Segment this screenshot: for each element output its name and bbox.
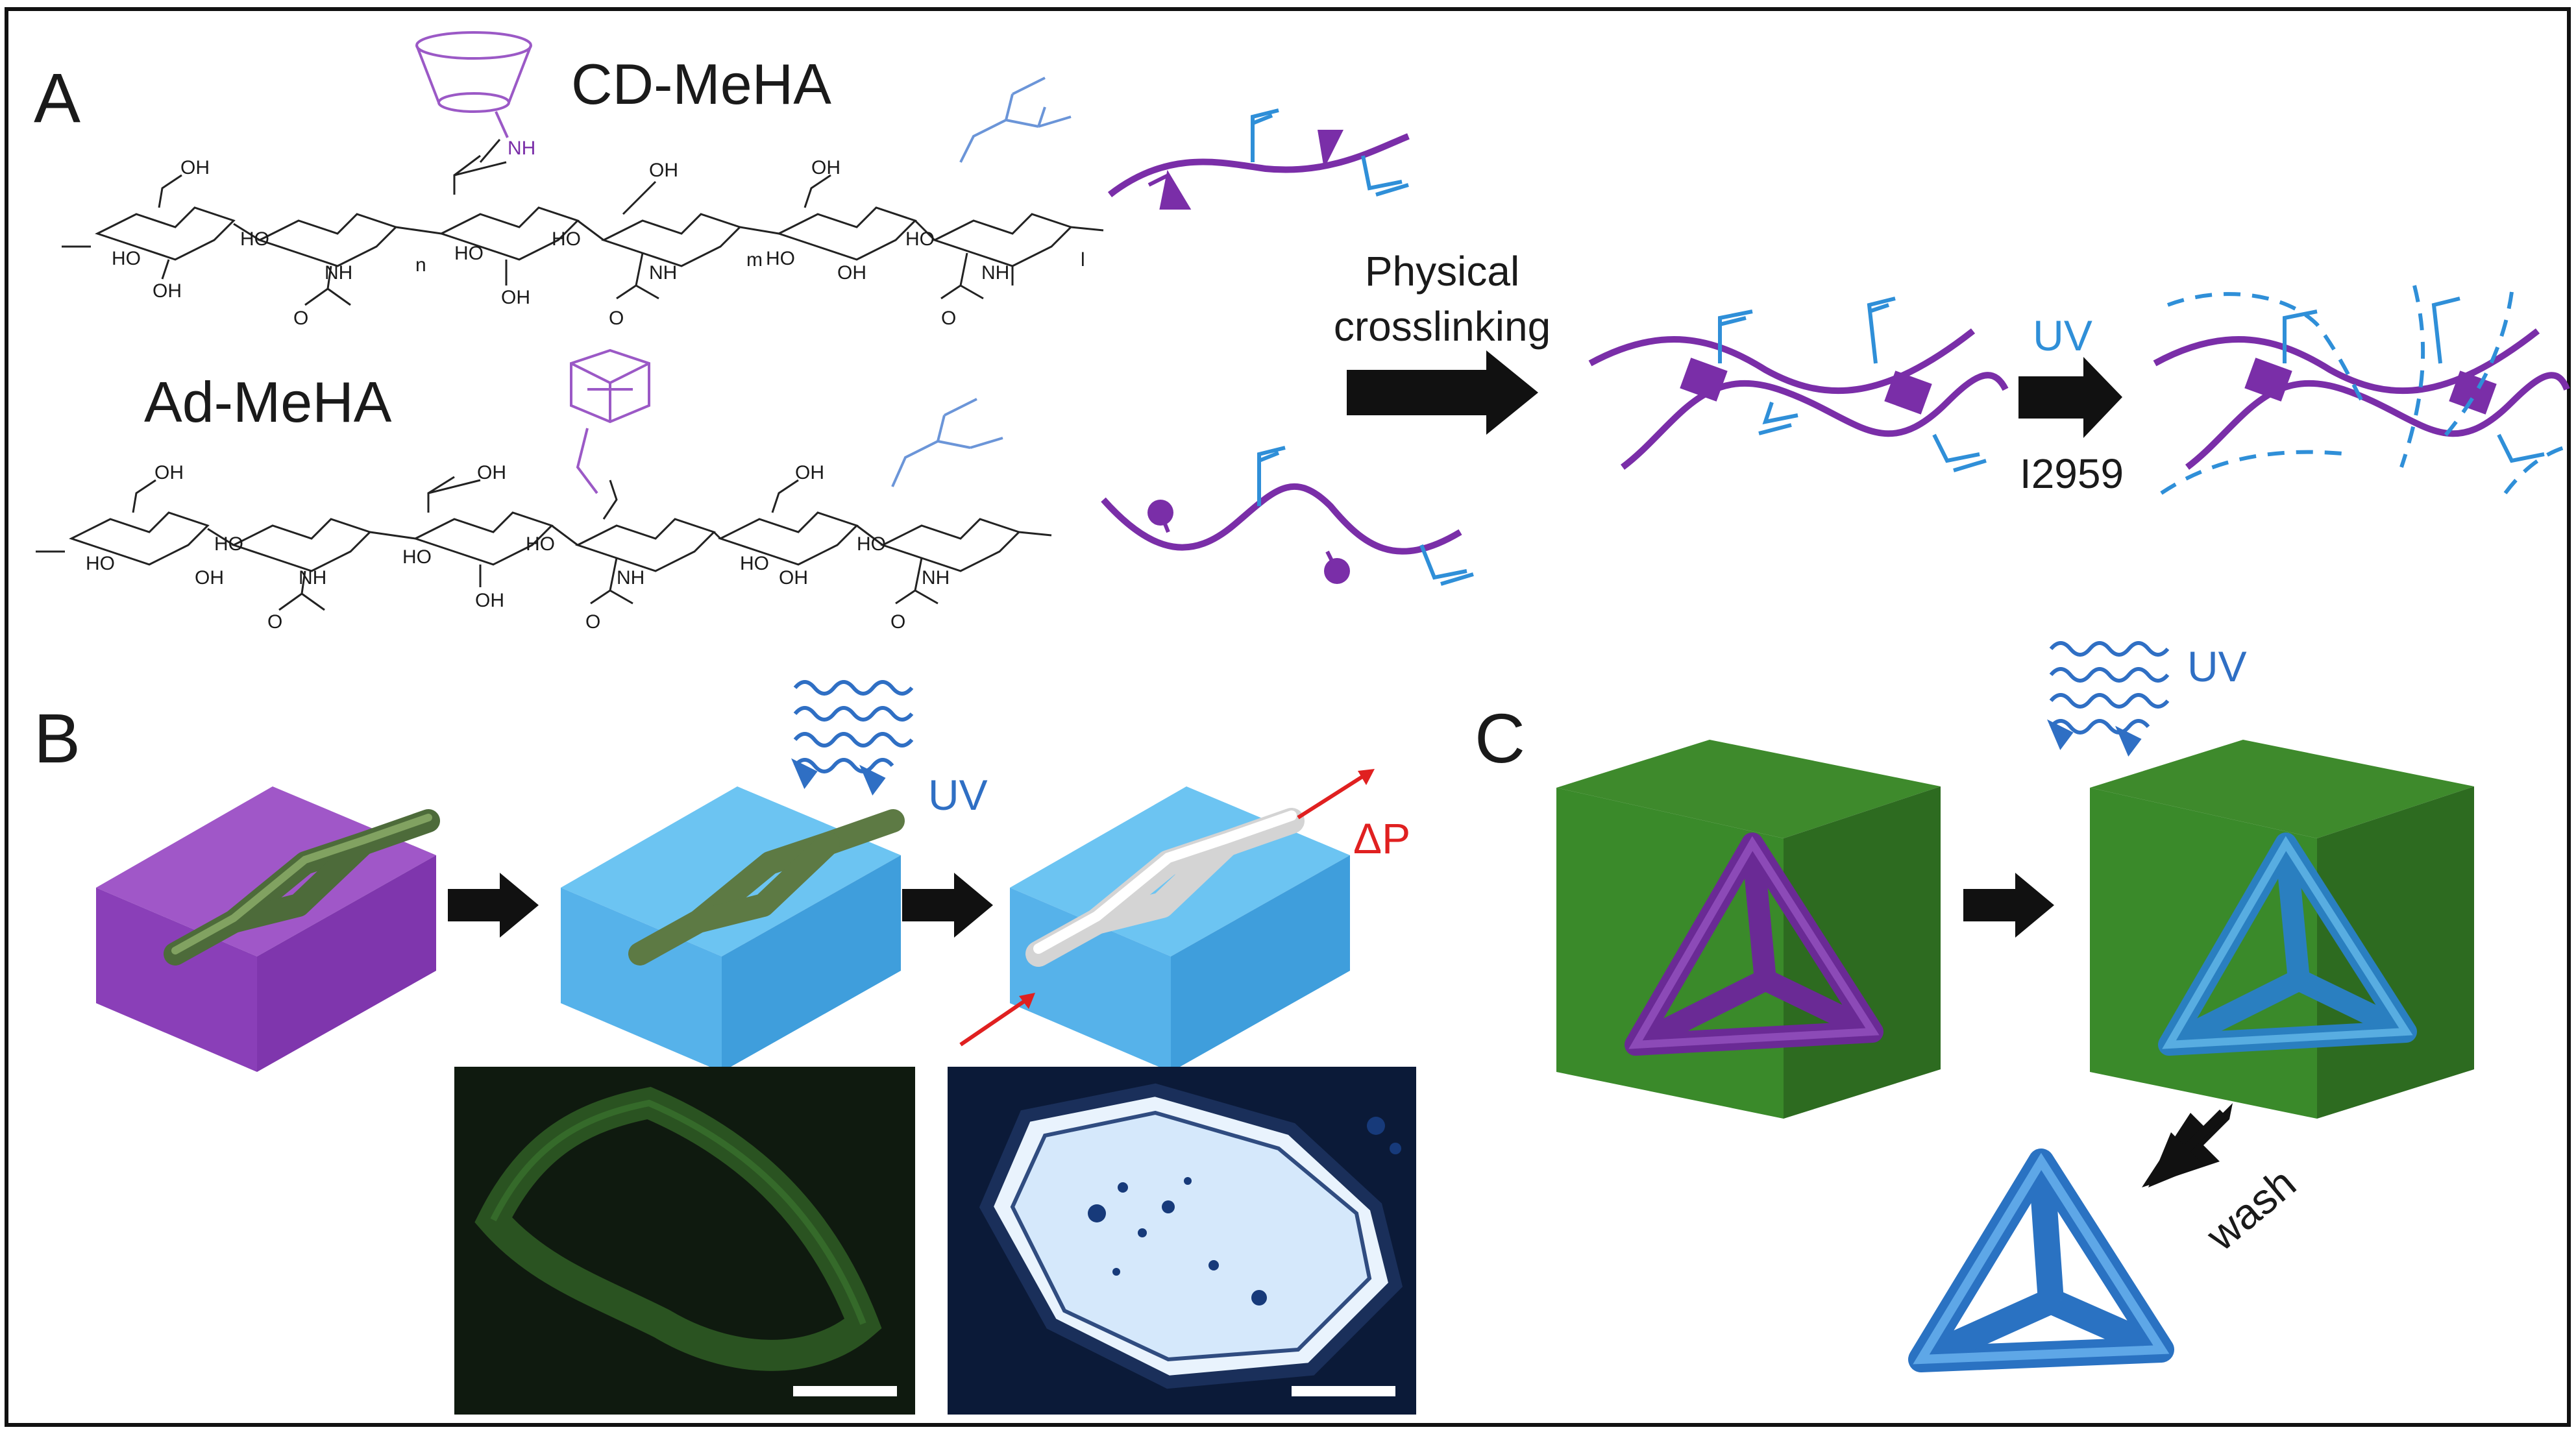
chem-ho-2: HO bbox=[240, 228, 269, 250]
cd-nh-label: NH bbox=[508, 138, 535, 159]
chem-oh-1: OH bbox=[180, 157, 210, 178]
chem-oh-9: OH bbox=[477, 462, 506, 483]
chem-ho-10: HO bbox=[526, 533, 555, 555]
fluorescence-micrograph bbox=[454, 1067, 915, 1415]
ad-meha-chain: OH HO OH HO NH O OH HO OH HO NH O OH HO … bbox=[36, 462, 1052, 633]
chem-o-1: O bbox=[293, 308, 308, 329]
chem-o-6: O bbox=[890, 611, 905, 633]
chem-n-1: n bbox=[415, 254, 426, 276]
purple-gel-block bbox=[96, 786, 440, 1072]
cd-meha-chain: OH HO OH HO NH O n HO OH OH HO NH O m OH… bbox=[62, 139, 1104, 329]
chem-ho-8: HO bbox=[214, 533, 243, 555]
perfused-gel-block bbox=[959, 769, 1375, 1072]
chem-ho-11: HO bbox=[740, 553, 769, 574]
wash-arrow: wash bbox=[2142, 1103, 2305, 1260]
chem-ho-12: HO bbox=[857, 533, 886, 555]
green-cube-1 bbox=[1556, 740, 1941, 1119]
green-channel-2 bbox=[628, 809, 905, 966]
chem-oh-8: OH bbox=[195, 567, 224, 589]
arrow-c-1 bbox=[1963, 873, 2054, 938]
chem-nh-4: NH bbox=[299, 567, 326, 589]
green-cube-2 bbox=[2090, 740, 2474, 1119]
chem-m-1: m bbox=[746, 249, 763, 271]
chem-oh-12: OH bbox=[779, 567, 808, 589]
chem-oh-6: OH bbox=[837, 262, 866, 284]
methacrylate-top-icon bbox=[959, 77, 1072, 163]
chem-oh-4: OH bbox=[649, 160, 678, 181]
chem-nh-5: NH bbox=[617, 567, 644, 589]
ad-meha-label: Ad-MeHA bbox=[144, 370, 392, 434]
chem-ho-3: HO bbox=[454, 243, 484, 264]
uv-waves-c bbox=[2047, 641, 2170, 757]
delta-p-label: ΔP bbox=[1353, 814, 1410, 862]
flow-arrow-out bbox=[1297, 770, 1371, 820]
physical-network-icon bbox=[1588, 297, 2009, 472]
figure-border bbox=[5, 7, 2571, 1427]
panel-letter-b: B bbox=[34, 699, 80, 777]
ad-polymer-icon bbox=[1101, 446, 1474, 586]
cyclodextrin-icon bbox=[415, 31, 532, 138]
cd-polymer-icon bbox=[1107, 108, 1410, 210]
uv-label-c: UV bbox=[2187, 642, 2247, 690]
panel-b: B bbox=[34, 680, 1416, 1415]
blue-gel-block bbox=[561, 786, 905, 1072]
chem-nh-2: NH bbox=[649, 262, 677, 284]
panel-a: A CD-MeHA Ad-MeHA NH bbox=[34, 31, 2570, 633]
scale-bar-1 bbox=[793, 1386, 897, 1396]
chem-ho-7: HO bbox=[86, 553, 115, 574]
uv-label-a: UV bbox=[2033, 311, 2092, 359]
chem-nh-6: NH bbox=[922, 567, 950, 589]
scale-bar-2 bbox=[1292, 1386, 1395, 1396]
panel-letter-a: A bbox=[34, 58, 80, 137]
chem-l-1: l bbox=[1081, 249, 1085, 271]
chem-o-5: O bbox=[585, 611, 600, 633]
chem-oh-11: OH bbox=[795, 462, 824, 483]
chem-ho-6: HO bbox=[905, 228, 935, 250]
chem-nh-1: NH bbox=[325, 262, 352, 284]
chem-o-3: O bbox=[941, 308, 956, 329]
methacrylate-bottom-icon bbox=[891, 398, 1003, 487]
panel-letter-c: C bbox=[1475, 699, 1525, 777]
arrow-b-1 bbox=[448, 873, 539, 938]
chem-oh-2: OH bbox=[153, 280, 182, 302]
arrow-b-2 bbox=[902, 873, 993, 938]
adamantane-icon bbox=[570, 348, 650, 494]
physical-crosslinking-arrow: Physical crosslinking bbox=[1334, 248, 1551, 435]
uv-label-b: UV bbox=[928, 771, 988, 819]
physical-label: Physical bbox=[1365, 248, 1519, 295]
chem-ho-5: HO bbox=[766, 248, 795, 269]
uv-arrow-a: UV I2959 bbox=[2018, 311, 2124, 497]
blue-tetrahedron-freestanding bbox=[1908, 1148, 2174, 1372]
chem-o-4: O bbox=[267, 611, 282, 633]
chemical-network-icon bbox=[2153, 285, 2570, 495]
chem-oh-3: OH bbox=[501, 287, 530, 308]
crosslinking-label: crosslinking bbox=[1334, 303, 1551, 350]
chem-ho-4: HO bbox=[552, 228, 581, 250]
chem-oh-10: OH bbox=[475, 590, 504, 611]
chem-nh-3: NH bbox=[981, 262, 1009, 284]
chem-oh-7: OH bbox=[154, 462, 184, 483]
uv-waves-b bbox=[791, 680, 914, 796]
wash-label: wash bbox=[2197, 1158, 2305, 1259]
panel-c: C UV bbox=[1475, 641, 2474, 1372]
chem-ho-1: HO bbox=[112, 248, 141, 269]
chem-oh-5: OH bbox=[811, 157, 840, 178]
brightfield-micrograph bbox=[948, 1067, 1416, 1415]
chem-o-2: O bbox=[609, 308, 624, 329]
chem-ho-9: HO bbox=[402, 546, 432, 568]
cd-meha-label: CD-MeHA bbox=[571, 52, 831, 116]
i2959-label: I2959 bbox=[2020, 450, 2124, 497]
flow-arrow-in bbox=[959, 994, 1033, 1047]
